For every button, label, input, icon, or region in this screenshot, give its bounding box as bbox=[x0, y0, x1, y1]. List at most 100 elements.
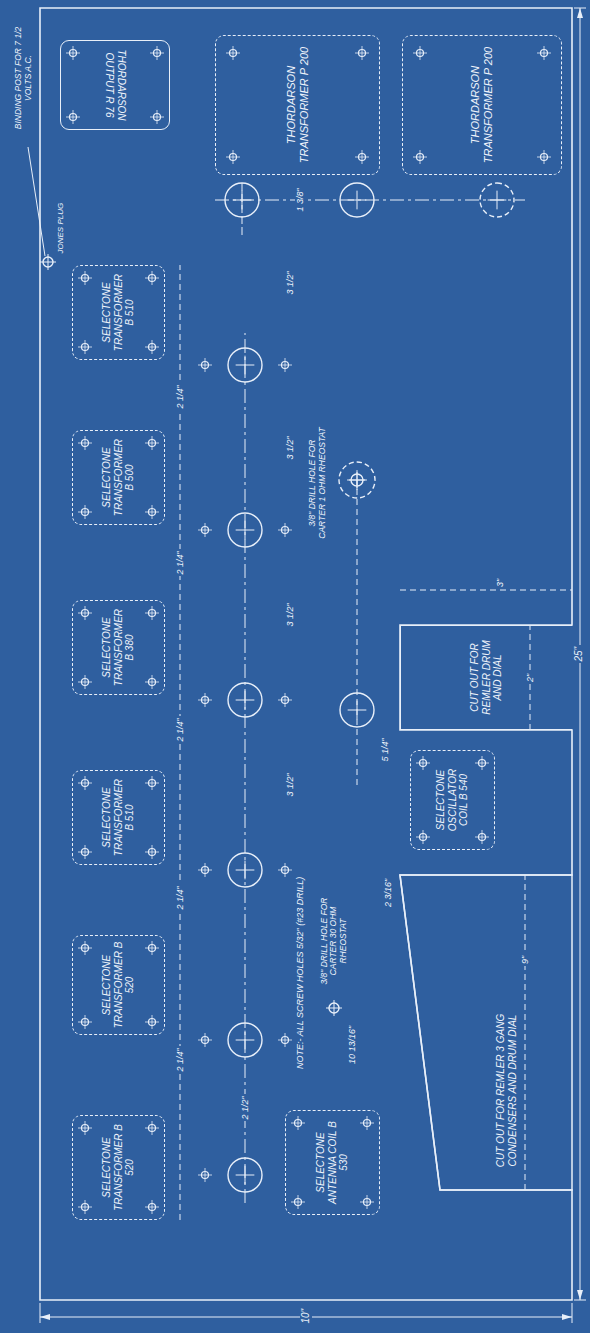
dimension-text: 2 1/4" bbox=[175, 383, 185, 410]
hole-circle bbox=[340, 693, 374, 727]
crosshair bbox=[150, 117, 164, 118]
screw-hole bbox=[413, 150, 427, 164]
power-transformer-outline: THORDARSON TRANSFORMER P 200 bbox=[215, 35, 380, 175]
panel-outline bbox=[40, 8, 572, 1300]
crosshair bbox=[360, 1123, 374, 1124]
crosshair bbox=[78, 443, 92, 444]
screw-hole bbox=[475, 830, 489, 844]
part-label: THORDARSON OUTPUT R 76 bbox=[104, 46, 127, 124]
crosshair bbox=[475, 837, 489, 838]
dimension-text: 3 1/2" bbox=[285, 434, 295, 461]
screw-hole bbox=[145, 606, 159, 620]
crosshair bbox=[145, 852, 159, 853]
crosshair bbox=[226, 157, 240, 158]
crosshair bbox=[413, 53, 427, 54]
hole-circle bbox=[340, 183, 374, 217]
crosshair bbox=[278, 530, 292, 531]
crosshair bbox=[145, 1207, 159, 1208]
transformer-outline: SELECTONE TRANSFORMER B 510 bbox=[72, 770, 165, 865]
screw-hole bbox=[226, 46, 240, 60]
screw-hole bbox=[78, 436, 92, 450]
screw-hole bbox=[278, 523, 292, 537]
hole-circle bbox=[480, 183, 514, 217]
screw-hole bbox=[78, 1200, 92, 1214]
socket-group bbox=[40, 183, 514, 1192]
screw-hole bbox=[198, 1168, 212, 1182]
part-label: SELECTONE TRANSFORMER B 510 bbox=[101, 776, 136, 859]
note-text: BINDING POST FOR 7 1/2 VOLTS A.C. bbox=[14, 11, 34, 145]
hole-circle bbox=[228, 683, 262, 717]
crosshair bbox=[66, 117, 80, 118]
socket-hole bbox=[228, 513, 262, 547]
crosshair bbox=[145, 948, 159, 949]
screw-hole bbox=[78, 845, 92, 859]
screw-hole bbox=[145, 845, 159, 859]
hole-circle bbox=[228, 1023, 262, 1057]
screw-hole bbox=[145, 505, 159, 519]
socket-hole bbox=[40, 254, 56, 270]
dimension-line bbox=[400, 590, 572, 591]
crosshair bbox=[348, 200, 367, 201]
extension-line bbox=[40, 1303, 41, 1323]
crosshair bbox=[145, 783, 159, 784]
screw-hole bbox=[66, 46, 80, 60]
arrowhead bbox=[577, 1290, 583, 1300]
crosshair bbox=[537, 53, 551, 54]
screw-hole bbox=[145, 1200, 159, 1214]
dimension-text: 2 1/2" bbox=[240, 1094, 250, 1121]
screw-hole bbox=[226, 150, 240, 164]
screw-hole bbox=[537, 150, 551, 164]
screw-hole bbox=[413, 46, 427, 60]
socket-hole bbox=[339, 462, 375, 498]
screw-hole-group bbox=[66, 46, 551, 1214]
crosshair bbox=[78, 682, 92, 683]
screw-hole bbox=[198, 523, 212, 537]
screw-hole bbox=[537, 46, 551, 60]
screw-hole bbox=[150, 46, 164, 60]
dimension-text: 5 1/4" bbox=[380, 736, 390, 763]
power-transformer-outline: THORDARSON TRANSFORMER P 200 bbox=[402, 35, 562, 175]
screw-hole bbox=[278, 358, 292, 372]
screw-hole bbox=[198, 693, 212, 707]
screw-hole bbox=[278, 863, 292, 877]
crosshair bbox=[78, 783, 92, 784]
screw-hole bbox=[198, 863, 212, 877]
crosshair bbox=[150, 53, 164, 54]
part-label: CUT OUT FOR REMLER 3 GANG CONDENSERS AND… bbox=[495, 1003, 518, 1178]
center-line bbox=[215, 200, 525, 201]
screw-hole bbox=[78, 1121, 92, 1135]
crosshair bbox=[326, 1008, 342, 1009]
dimension-text: 3 1/2" bbox=[285, 771, 295, 798]
crosshair bbox=[145, 682, 159, 683]
crosshair bbox=[236, 700, 255, 701]
socket-hole bbox=[349, 472, 365, 488]
screw-hole bbox=[360, 1116, 374, 1130]
screw-hole bbox=[145, 340, 159, 354]
socket-hole bbox=[225, 183, 259, 217]
crosshair bbox=[278, 700, 292, 701]
dimension-text: 3" bbox=[495, 577, 505, 589]
crosshair bbox=[278, 365, 292, 366]
transformer-outline: SELECTONE TRANSFORMER B 510 bbox=[72, 265, 165, 360]
crosshair bbox=[348, 710, 367, 711]
extension-line bbox=[572, 1303, 573, 1323]
transformer-outline: SELECTONE TRANSFORMER B 380 bbox=[72, 600, 165, 695]
crosshair bbox=[360, 1202, 374, 1203]
part-label: SELECTONE TRANSFORMER B 510 bbox=[101, 271, 136, 354]
socket-hole bbox=[228, 853, 262, 887]
crosshair bbox=[347, 480, 367, 481]
screw-hole bbox=[145, 1121, 159, 1135]
transformer-outline: SELECTONE TRANSFORMER B 520 bbox=[72, 1115, 165, 1220]
screw-hole bbox=[78, 941, 92, 955]
screw-hole bbox=[291, 1195, 305, 1209]
crosshair bbox=[198, 530, 212, 531]
dimension-text: 2 1/4" bbox=[175, 716, 185, 743]
crosshair bbox=[413, 157, 427, 158]
part-label: SELECTONE OSCILLATOR COIL B 540 bbox=[435, 756, 470, 844]
crosshair bbox=[145, 278, 159, 279]
screw-hole bbox=[198, 358, 212, 372]
screw-hole bbox=[198, 1033, 212, 1047]
crosshair bbox=[78, 512, 92, 513]
hole-circle bbox=[228, 853, 262, 887]
crosshair bbox=[236, 1175, 255, 1176]
